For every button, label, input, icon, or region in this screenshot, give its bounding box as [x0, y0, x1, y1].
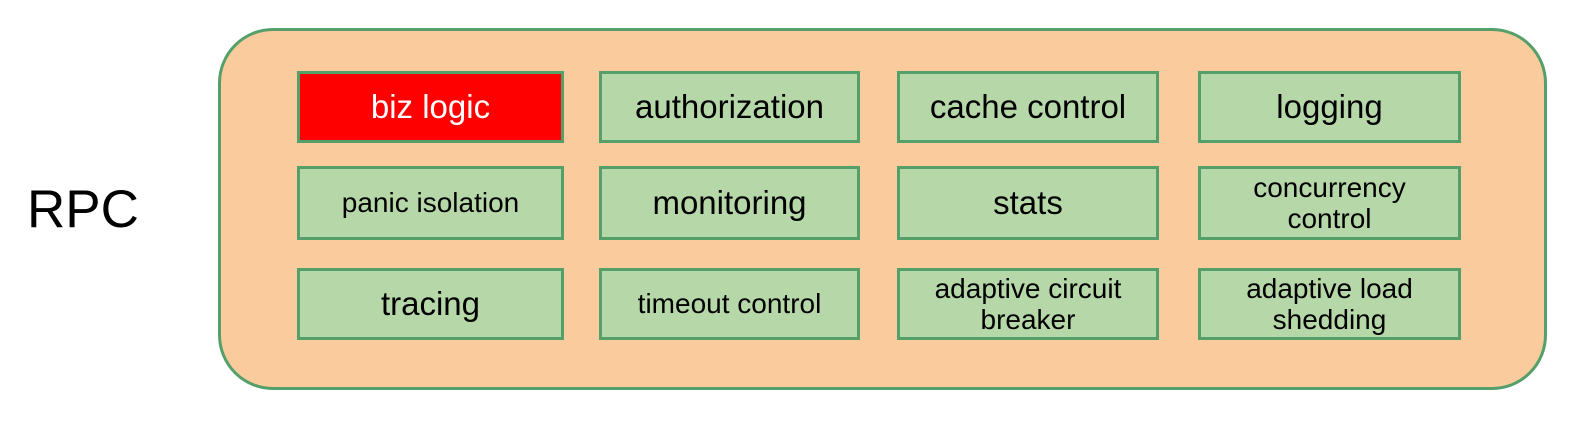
box-stats: stats [897, 166, 1159, 240]
box-panic-isolation: panic isolation [297, 166, 564, 240]
rpc-label: RPC [27, 179, 139, 239]
box-biz-logic: biz logic [297, 71, 564, 143]
box-monitoring: monitoring [599, 166, 860, 240]
box-authorization: authorization [599, 71, 860, 143]
box-adaptive-load-shedding: adaptive load shedding [1198, 268, 1461, 340]
box-adaptive-circuit-breaker: adaptive circuit breaker [897, 268, 1159, 340]
box-cache-control: cache control [897, 71, 1159, 143]
box-timeout-control: timeout control [599, 268, 860, 340]
box-logging: logging [1198, 71, 1461, 143]
box-tracing: tracing [297, 268, 564, 340]
box-concurrency-control: concurrency control [1198, 166, 1461, 240]
